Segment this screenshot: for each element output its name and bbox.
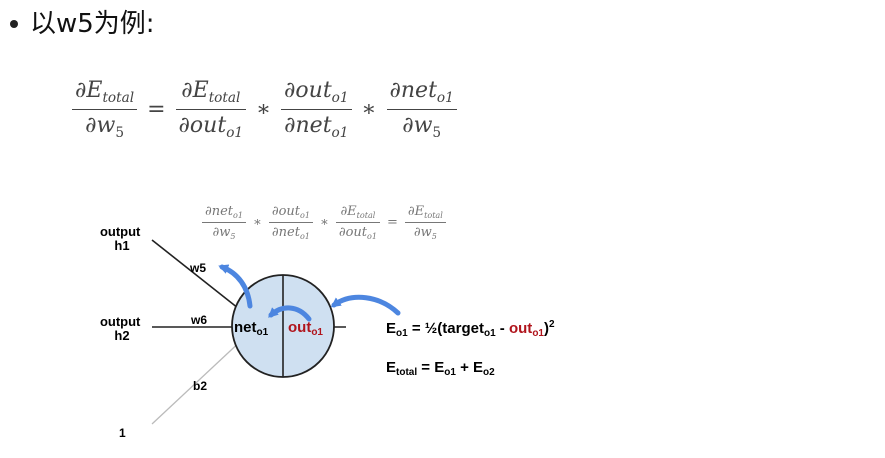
small-term-b: ∂outo1 ∂neto1	[268, 204, 313, 241]
error-o1-equation: Eo1 = ½(targeto1 - outo1)2	[386, 319, 555, 339]
arrow-right-icon	[330, 294, 401, 316]
w6-label: w6	[190, 313, 207, 327]
output-h2-label: output h2	[100, 314, 144, 343]
times-sign: ∗	[253, 214, 262, 230]
chain-rule-formula: ∂Etotal ∂w5 = ∂Etotal ∂outo1 ∗ ∂outo1 ∂n…	[70, 78, 459, 141]
equals-sign: =	[147, 96, 166, 122]
arrow-left-icon	[218, 264, 253, 309]
small-term-c: ∂Etotal ∂outo1	[335, 204, 380, 241]
diagram-formula: ∂neto1 ∂w5 ∗ ∂outo1 ∂neto1 ∗ ∂Etotal ∂ou…	[200, 204, 448, 241]
bullet-dot-icon	[10, 20, 18, 28]
times-sign: ∗	[319, 214, 329, 230]
output-h1-label: output h1	[100, 224, 144, 253]
small-term-d: ∂Etotal ∂w5	[404, 204, 446, 241]
term3-fraction: ∂neto1 ∂w5	[386, 78, 457, 141]
arrow-middle-icon	[268, 305, 312, 322]
net-label: neto1	[234, 319, 269, 338]
b2-label: b2	[193, 379, 207, 393]
error-total-equation: Etotal = Eo1 + Eo2	[386, 359, 495, 378]
w5-label: w5	[189, 261, 206, 275]
equals-sign: =	[386, 214, 398, 230]
out-label: outo1	[288, 319, 323, 338]
small-term-a: ∂neto1 ∂w5	[202, 204, 246, 241]
term1-fraction: ∂Etotal ∂outo1	[175, 78, 247, 141]
b2-connection-line	[151, 337, 245, 425]
times-sign: ∗	[256, 96, 272, 122]
term2-fraction: ∂outo1 ∂neto1	[281, 78, 352, 141]
bullet-heading: 以w5为例:	[6, 6, 155, 42]
times-sign: ∗	[361, 96, 377, 122]
lhs-fraction: ∂Etotal ∂w5	[72, 78, 138, 141]
bullet-text: 以w5为例:	[30, 9, 155, 39]
bias-one-label: 1	[119, 426, 126, 440]
